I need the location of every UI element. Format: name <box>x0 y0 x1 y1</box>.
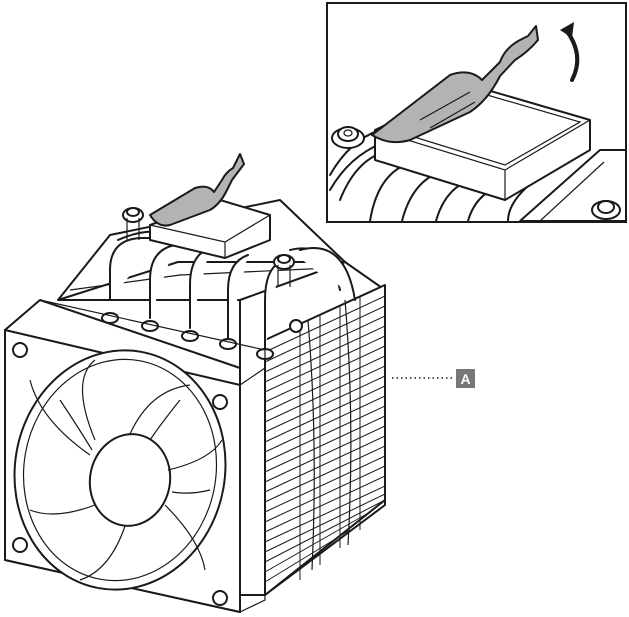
callout-a: A <box>392 369 475 388</box>
heatsink-fins <box>264 284 386 596</box>
mounting-screw <box>122 207 144 240</box>
mounting-screw <box>273 254 295 287</box>
protective-film <box>149 153 245 227</box>
cooling-fan <box>4 299 303 613</box>
protective-film-detail-inset <box>326 2 627 223</box>
callout-label: A <box>460 371 470 387</box>
cpu-cooler-illustration <box>4 153 386 613</box>
